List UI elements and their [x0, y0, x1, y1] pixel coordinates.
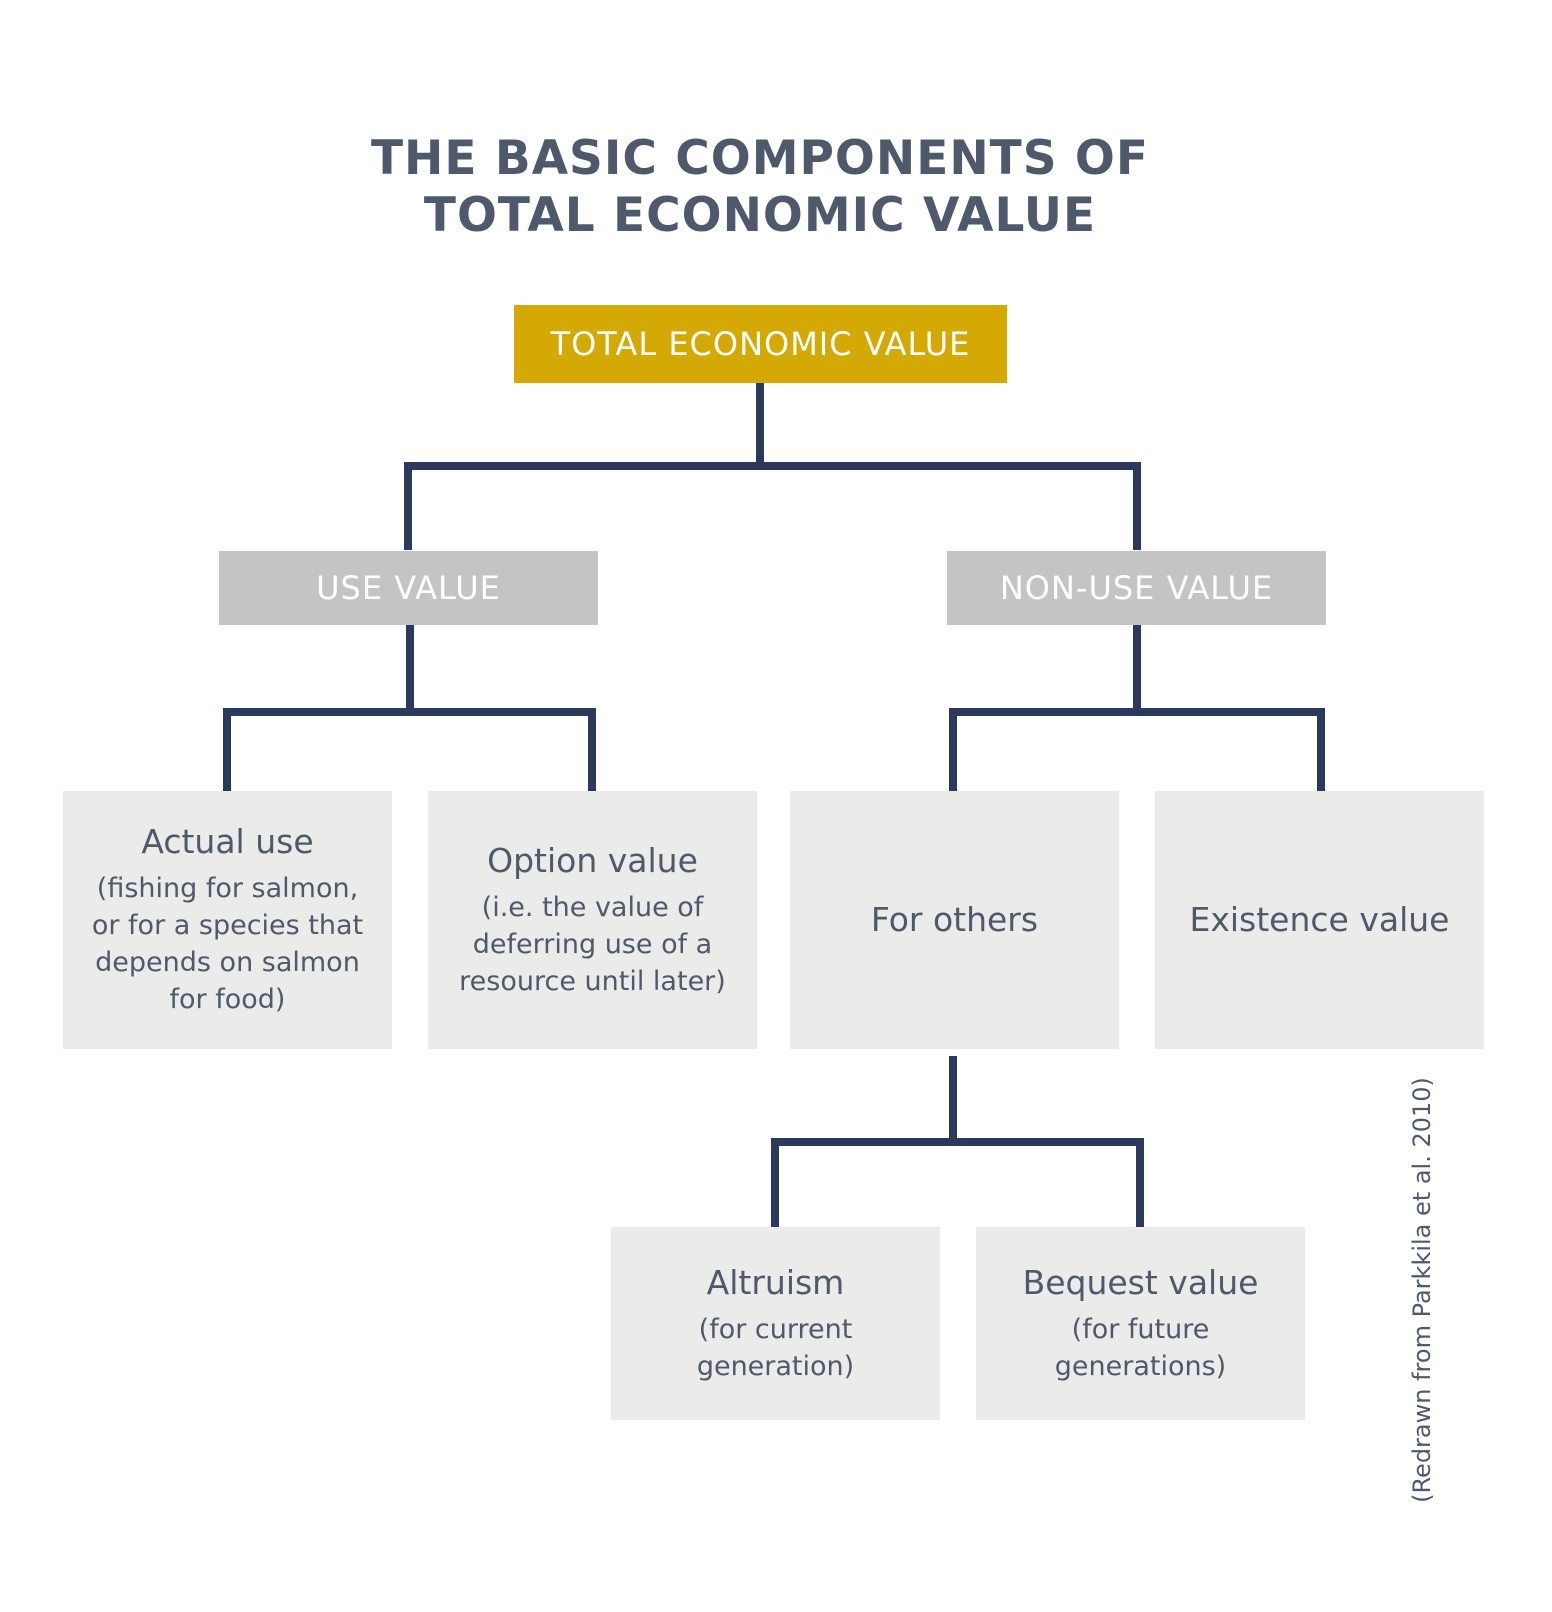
- total-economic-value-box: TOTAL ECONOMIC VALUE: [514, 305, 1007, 383]
- non-use-value-label: NON-USE VALUE: [999, 569, 1274, 607]
- actual-use-box: Actual use (fishing for salmon, or for a…: [63, 791, 392, 1049]
- existence-value-label: Existence value: [1189, 900, 1450, 939]
- existence-value-box: Existence value: [1155, 791, 1484, 1049]
- use-value-box: USE VALUE: [219, 551, 598, 625]
- option-value-label: Option value: [487, 840, 698, 880]
- total-economic-value-label: TOTAL ECONOMIC VALUE: [550, 325, 971, 363]
- altruism-label: Altruism: [706, 1262, 845, 1302]
- altruism-box: Altruism (for current generation): [611, 1227, 940, 1420]
- bequest-value-detail: (for future generations): [1054, 1313, 1227, 1382]
- diagram-title: THE BASIC COMPONENTS OF TOTAL ECONOMIC V…: [0, 130, 1520, 244]
- connector-level1-bar: [404, 462, 1141, 550]
- for-others-label: For others: [870, 900, 1039, 939]
- connector-nonuse-bar: [949, 708, 1325, 792]
- actual-use-detail: (fishing for salmon, or for a species th…: [91, 873, 364, 1015]
- title-line-2: TOTAL ECONOMIC VALUE: [423, 188, 1097, 243]
- non-use-value-box: NON-USE VALUE: [947, 551, 1326, 625]
- source-credit-text: (Redrawn from Parkkila et al. 2010): [1408, 1077, 1436, 1503]
- for-others-box: For others: [790, 791, 1119, 1049]
- actual-use-label: Actual use: [141, 822, 314, 861]
- title-line-1: THE BASIC COMPONENTS OF: [371, 131, 1149, 186]
- use-value-label: USE VALUE: [316, 569, 501, 607]
- connector-use-bar: [223, 708, 596, 792]
- option-value-detail: (i.e. the value of deferring use of a re…: [459, 891, 726, 997]
- connector-for-others-bar: [771, 1138, 1144, 1227]
- bequest-value-box: Bequest value (for future generations): [976, 1227, 1305, 1420]
- bequest-value-label: Bequest value: [1022, 1262, 1259, 1302]
- altruism-detail: (for current generation): [696, 1313, 855, 1382]
- option-value-box: Option value (i.e. the value of deferrin…: [428, 791, 757, 1049]
